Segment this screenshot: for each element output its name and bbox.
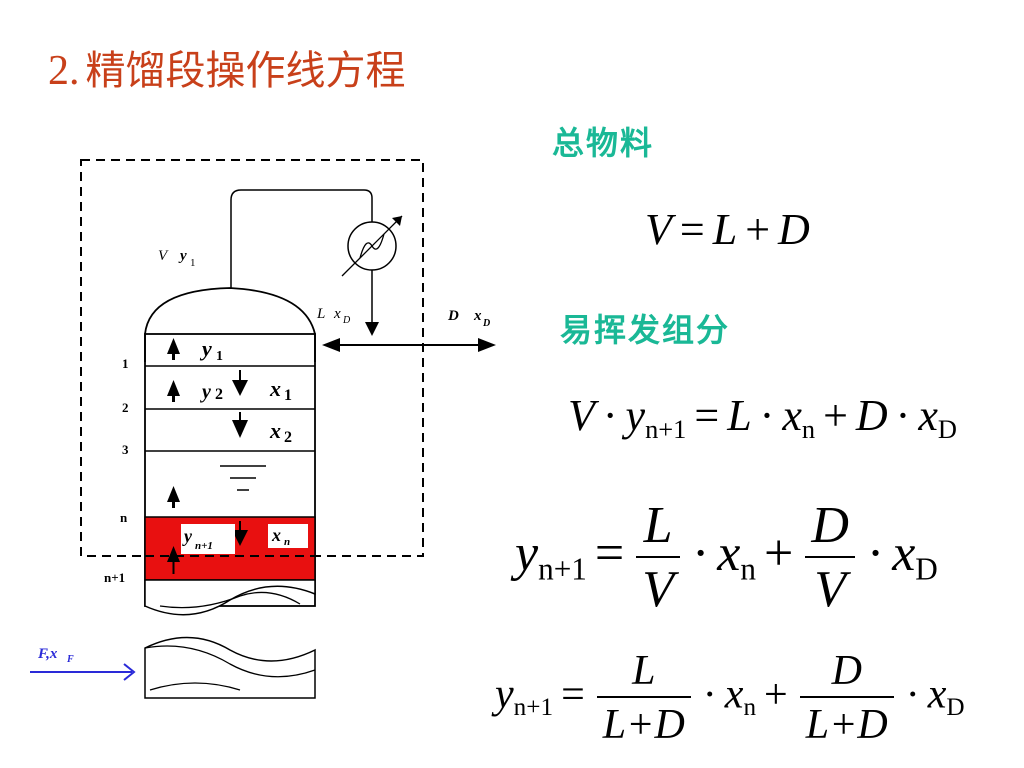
tray-label-x1-sub: 1	[284, 387, 292, 404]
liquid-down-arrow	[232, 370, 248, 546]
vapor-line	[230, 189, 373, 290]
tray-label-y1-sub: 1	[216, 349, 223, 364]
distillation-column-diagram: V y 1 L x D D x D 1 2 3 n n+1 y 1 y 2 x …	[30, 159, 496, 699]
tray-label-yn1-sub: n+1	[195, 540, 213, 552]
title-number: 2.	[48, 48, 80, 94]
tray-label-xn: x	[271, 525, 281, 545]
heading-total-material: 总物料	[552, 124, 655, 162]
plate-number: 3	[122, 442, 129, 457]
plate-number: 1	[122, 356, 129, 371]
plate-number: 2	[122, 400, 129, 415]
plate-number: n	[120, 510, 128, 525]
title-text: 精馏段操作线方程	[85, 48, 406, 94]
tray-label-y1: y	[199, 336, 212, 361]
label-L: L	[316, 306, 325, 322]
label-xD-L: x	[333, 306, 341, 322]
label-xD-L-sub: D	[342, 315, 351, 326]
tray-label-y2: y	[200, 381, 211, 403]
label-xD-D-sub: D	[482, 318, 490, 329]
column-shell	[144, 333, 316, 607]
tray-label-yn1: y	[182, 526, 193, 546]
vapor-up-arrow	[167, 338, 180, 574]
label-y: y	[178, 248, 187, 264]
slide-title: 2.精馏段操作线方程	[48, 38, 406, 96]
label-y-sub: 1	[190, 257, 196, 269]
tray-label-y2-sub: 2	[215, 386, 223, 403]
label-V: V	[158, 248, 169, 264]
equation-total-balance: V=L+D	[645, 205, 810, 254]
label-D: D	[447, 308, 459, 324]
column-top-dome	[144, 287, 316, 362]
tray-label-xn-sub: n	[284, 536, 290, 548]
feed-label-sub: F	[66, 654, 74, 665]
label-xD-D: x	[473, 308, 482, 324]
tray-label-x2-sub: 2	[284, 429, 292, 446]
plate-number: n+1	[104, 570, 125, 585]
feed-label: F,x	[37, 646, 58, 662]
tray-label-x1: x	[269, 376, 281, 401]
column-break-upper	[144, 579, 316, 616]
equation-component-balance: V·yn+1=L·xn+D·xD	[568, 391, 957, 444]
heading-volatile-component: 易挥发组分	[560, 311, 731, 349]
tray-label-x2: x	[269, 418, 281, 443]
